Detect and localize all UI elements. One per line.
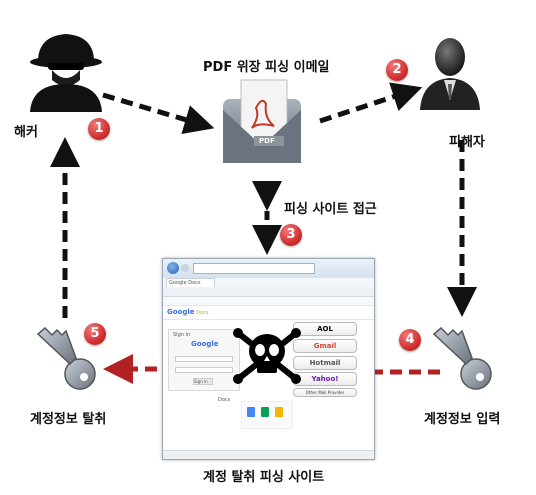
- step-badge-3: 3: [280, 224, 302, 246]
- provider-other: Other Mail Provider: [293, 388, 357, 397]
- password-field: [175, 367, 233, 373]
- email-field: [175, 356, 233, 362]
- provider-gmail: Gmail: [293, 339, 357, 353]
- label-phishing-site: 계정 탈취 피싱 사이트: [203, 470, 325, 485]
- provider-hotmail: Hotmail: [293, 356, 357, 370]
- provider-aol: AOL: [293, 322, 357, 336]
- hacker-icon: [30, 34, 102, 112]
- skull-crossbones-icon: [233, 328, 301, 384]
- doc-icon: [247, 407, 255, 417]
- browser-tab: Google Docs: [166, 278, 215, 287]
- arrow-email-to-victim: [319, 82, 423, 124]
- stolen-key-icon: [36, 326, 96, 390]
- site-logo: Google Docs: [167, 308, 209, 316]
- docs-heading: Docs: [218, 397, 231, 403]
- browser-statusbar: [163, 450, 374, 459]
- back-button-icon: [167, 262, 179, 274]
- provider-yahoo: Yahoo!: [293, 372, 357, 386]
- step-badge-5: 5: [84, 323, 106, 345]
- browser-menubar: [163, 287, 374, 297]
- browser-titlebar: [163, 259, 374, 277]
- signin-logo: Google: [191, 340, 219, 348]
- browser-toolbar: [163, 297, 374, 306]
- browser-tabbar: [163, 277, 374, 287]
- pdf-envelope-icon: [223, 79, 301, 163]
- label-pdf-email: PDF 위장 피싱 이메일: [203, 60, 330, 75]
- arrow-hacker-to-email: [102, 92, 215, 135]
- victim-icon: [420, 38, 480, 110]
- slides-icon: [275, 407, 283, 417]
- signin-panel: Sign in Google Sign in: [168, 329, 240, 391]
- signin-button: Sign in: [193, 378, 213, 385]
- label-hacker: 해커: [14, 125, 38, 140]
- pdf-envelope-text: PDF: [259, 137, 275, 145]
- step-badge-2: 2: [386, 59, 408, 81]
- address-bar: [193, 263, 315, 274]
- label-site-access: 피싱 사이트 접근: [284, 202, 377, 217]
- forward-button-icon: [181, 264, 189, 272]
- label-victim: 피해자: [449, 135, 485, 150]
- label-account-input: 계정정보 입력: [424, 412, 501, 427]
- victim-key-icon: [432, 326, 492, 390]
- step-badge-1: 1: [88, 118, 110, 140]
- sheet-icon: [261, 407, 269, 417]
- label-account-theft: 계정정보 탈취: [30, 412, 107, 427]
- phishing-site-screenshot: Google Docs Google Docs Sign in Google S…: [162, 258, 375, 460]
- signin-heading: Sign in: [173, 332, 191, 338]
- step-badge-4: 4: [399, 329, 421, 351]
